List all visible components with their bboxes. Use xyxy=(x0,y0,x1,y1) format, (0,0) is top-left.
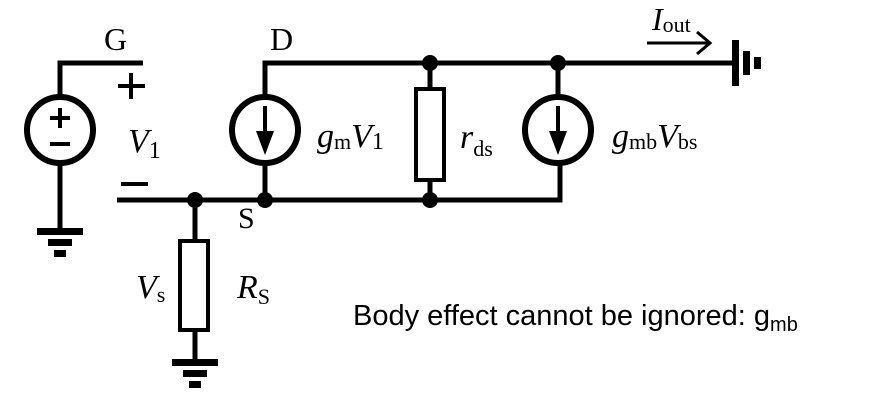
rs-label: RS xyxy=(236,269,270,309)
node-source xyxy=(257,192,273,208)
rds-resistor-icon xyxy=(414,87,446,182)
caption-text: Body effect cannot be ignored: g xyxy=(353,300,771,332)
drain-rail xyxy=(262,60,735,97)
ground-icon-left xyxy=(37,228,83,257)
body-effect-caption: Body effect cannot be ignored: gmb xyxy=(353,300,798,337)
gm-coef-sub: m xyxy=(334,129,351,154)
vs-label: Vs xyxy=(136,269,165,307)
rds-var: r xyxy=(460,119,474,156)
v1-label: V1 xyxy=(128,123,161,164)
rs-var: R xyxy=(236,269,258,306)
source-label: S xyxy=(238,202,255,235)
gm-coef: g xyxy=(317,118,334,155)
gm-v1-label: gmV1 xyxy=(317,118,384,155)
rds-sub: ds xyxy=(473,136,493,161)
voltage-source-icon xyxy=(24,94,96,166)
node-rds-bottom xyxy=(422,192,438,208)
node-rds-top xyxy=(422,55,438,71)
gmb-var-sub: bs xyxy=(678,129,698,154)
gmb-vbs-label: gmbVbs xyxy=(612,118,697,155)
rds-label: rds xyxy=(460,119,493,161)
iout-sub: out xyxy=(663,12,691,37)
gate-wire xyxy=(57,60,143,97)
v1-sub: 1 xyxy=(149,138,161,164)
ground-icon-rs xyxy=(172,359,218,388)
source-rail xyxy=(117,163,563,203)
gate-label: G xyxy=(104,21,127,57)
rs-resistor-icon xyxy=(178,239,210,332)
iout-var: I xyxy=(651,1,664,37)
gm-current-source-icon xyxy=(229,94,301,166)
drain-label: D xyxy=(270,21,293,57)
ground-icon-output xyxy=(732,40,761,86)
vs-sub: s xyxy=(157,282,166,307)
rs-sub: S xyxy=(258,284,270,309)
gmb-coef: g xyxy=(612,118,629,155)
node-gmb-top xyxy=(550,55,566,71)
iout-label: Iout xyxy=(651,1,691,37)
gmb-current-source-icon xyxy=(522,94,594,166)
gm-var-sub: 1 xyxy=(372,129,384,155)
v1-plus-mark xyxy=(118,73,145,99)
output-current-arrow-icon xyxy=(647,30,713,56)
gmb-coef-sub: mb xyxy=(629,129,657,154)
node-source-left xyxy=(187,192,203,208)
caption-sub: mb xyxy=(770,314,798,336)
